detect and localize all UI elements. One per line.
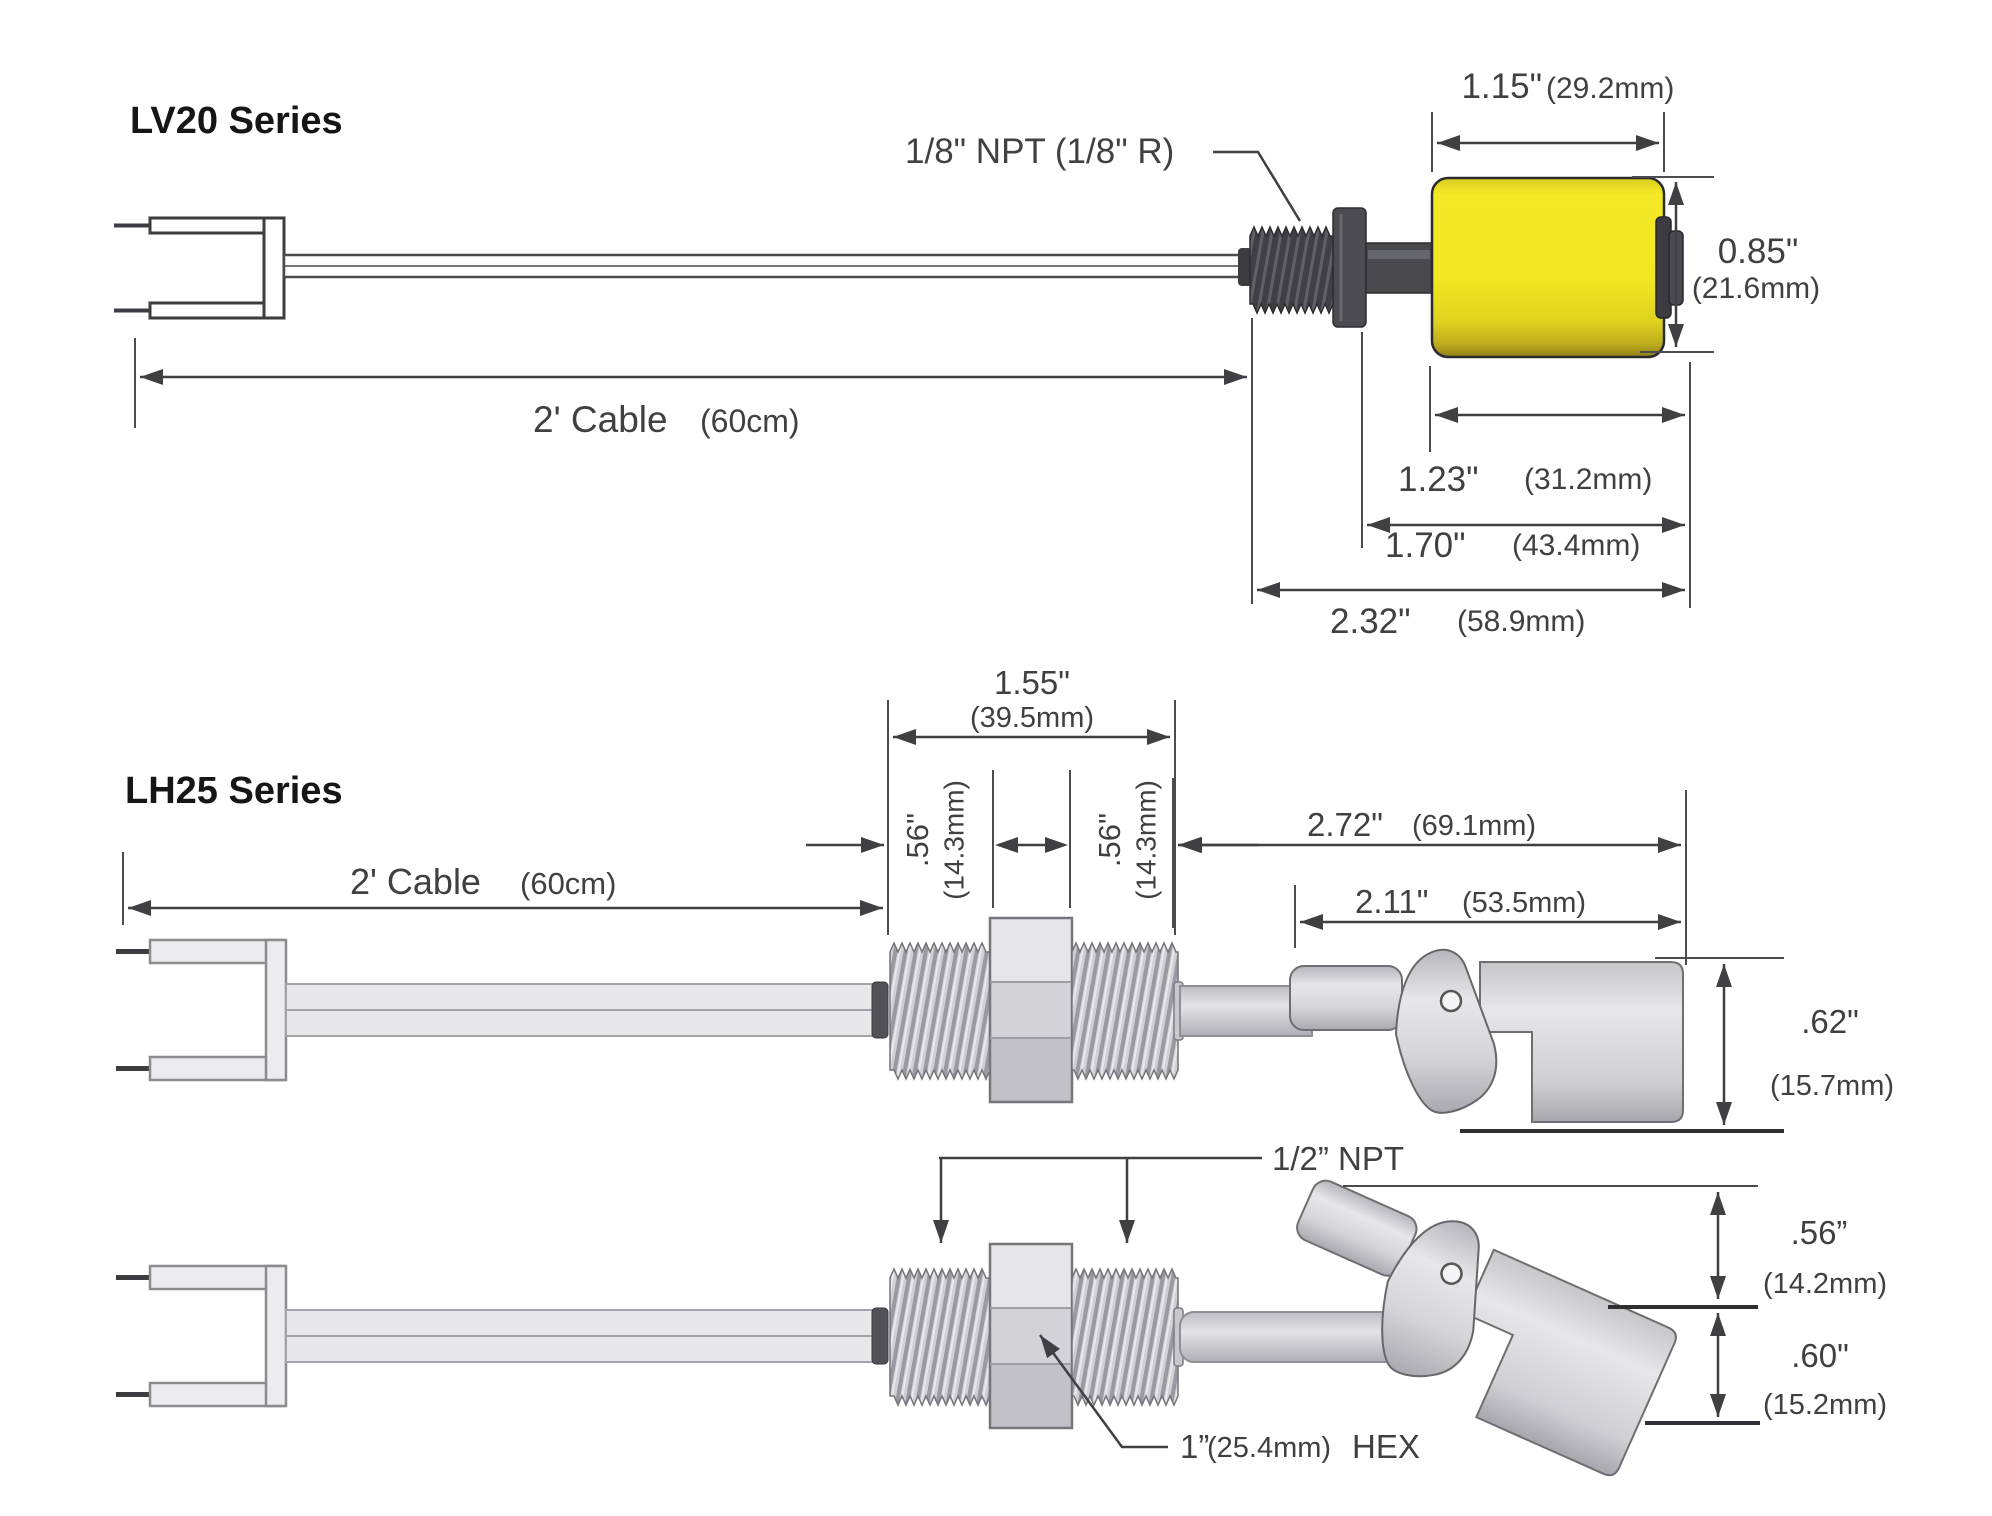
lh25-dim-float-len-mm: (53.5mm) [1462, 887, 1586, 919]
lh25-dim-swing-down-in: .60" [1791, 1337, 1849, 1374]
lh25-cable-entry-ring [871, 981, 889, 1039]
lh25-cable [285, 983, 875, 1037]
lh25-cable-label: 2' Cable [350, 861, 481, 902]
lv20-dim-total-length: 2.32" (58.9mm) [1257, 582, 1685, 641]
lv20-float [1430, 176, 1666, 359]
lh25b-cable [285, 1309, 875, 1363]
lh25-dim-swing-down: .60" (15.2mm) [1608, 1305, 1887, 1425]
lv20-cable [282, 253, 1248, 279]
lh25-dim-float-length: 2.11" (53.5mm) [1294, 883, 1681, 948]
lv20-dim-float-length: 1.23" (31.2mm) [1398, 362, 1691, 608]
lh25-dim-arm-mm: (69.1mm) [1412, 810, 1536, 842]
lh25-dim-swing-down-mm: (15.2mm) [1763, 1389, 1887, 1421]
lh25-dim-fitting-in: 1.55" [994, 664, 1070, 701]
lh25-npt-callout: 1/2” NPT [933, 1140, 1404, 1243]
lh25-float-arm [1289, 948, 1684, 1123]
lh25-dim-thread-right-in: .56" [1092, 813, 1127, 867]
lv20-cable-label: 2' Cable [533, 399, 668, 440]
lv20-fork-bracket [262, 216, 286, 320]
lh25-dim-fitting-length: 1.55" (39.5mm) [887, 664, 1176, 935]
lh25-dim-float-len-in: 2.11" [1355, 883, 1429, 920]
lv20-dim-float-diameter: 1.15" (29.2mm) [1431, 67, 1674, 172]
lh25-switch-horizontal [116, 916, 1684, 1123]
lv20-dim-float-dia-mm: (29.2mm) [1546, 72, 1674, 105]
lh25-dim-swing-up-mm: (14.2mm) [1763, 1268, 1887, 1300]
lv20-dim-body-len-mm: (43.4mm) [1512, 529, 1640, 562]
lv20-dim-cable: 2' Cable (60cm) [134, 318, 1253, 604]
lh25-dim-arm-in: 2.72" [1307, 806, 1383, 843]
lv20-dim-float-h-mm: (21.6mm) [1692, 272, 1820, 305]
lv20-cable-metric: (60cm) [700, 403, 800, 439]
lv20-end-cap [1655, 216, 1684, 319]
lh25-dim-thread-right-mm: (14.3mm) [1130, 780, 1161, 900]
lv20-npt-fitting [1238, 207, 1433, 328]
lv20-dim-body-length: 1.70" (43.4mm) [1361, 332, 1685, 565]
lv20-dim-total-len-mm: (58.9mm) [1457, 605, 1585, 638]
lv20-dim-float-len-in: 1.23" [1398, 460, 1479, 499]
lh25-dim-cable: 2' Cable (60cm) [122, 852, 883, 925]
lh25-dim-paddle-mm: (15.7mm) [1770, 1070, 1894, 1102]
lh25-dim-thread-left-mm: (14.3mm) [938, 780, 969, 900]
lh25-dim-paddle-height: .62" (15.7mm) [1460, 957, 1894, 1133]
lh25-dim-paddle-in: .62" [1801, 1003, 1859, 1040]
lh25-dim-thread-segments: .56" (14.3mm) .56" (14.3mm) [806, 770, 1258, 908]
lh25b-thread-right [1071, 1267, 1179, 1407]
lh25-hinge-lug [1394, 948, 1498, 1114]
lh25-dim-arm-length: 2.72" (69.1mm) [1172, 778, 1687, 965]
lv20-dim-float-h-in: 0.85" [1718, 232, 1799, 271]
lh25-dim-swing-up: .56” (14.2mm) [1343, 1185, 1887, 1300]
lh25-hex-suffix: HEX [1352, 1428, 1420, 1465]
lh25-title: LH25 Series [125, 770, 343, 812]
lh25b-thread-left [889, 1267, 991, 1407]
lh25b-hex-nut [988, 1242, 1074, 1430]
lh25-wire-connector [148, 938, 288, 1082]
lh25b-wire-connector [148, 1264, 288, 1408]
lh25-dim-fitting-mm: (39.5mm) [970, 702, 1094, 734]
lv20-threads [1249, 225, 1334, 315]
lv20-wire-connector [114, 216, 286, 320]
lv20-cable-entry-ring [1238, 248, 1252, 286]
lv20-section: LV20 Series 1/8" [114, 67, 1820, 641]
lh25-hex-callout: 1” (25.4mm) HEX [1038, 1334, 1420, 1465]
lv20-dim-total-len-in: 2.32" [1330, 602, 1411, 641]
lh25b-cable-entry-ring [871, 1307, 889, 1365]
lv20-npt-leader-line [1213, 150, 1302, 222]
lv20-dim-float-height: 0.85" (21.6mm) [1632, 176, 1820, 353]
lh25-hex-mm: (25.4mm) [1207, 1432, 1331, 1464]
lh25-hinge-pin-hole [1439, 989, 1463, 1013]
lv20-dim-float-dia-in: 1.15" [1461, 67, 1542, 106]
lh25-dim-swing-up-in: .56” [1791, 1214, 1848, 1251]
lh25-arm-cylinder [1289, 965, 1403, 1031]
lv20-npt-label: 1/8" NPT (1/8" R) [905, 132, 1174, 171]
lh25-hex-nut [988, 916, 1074, 1104]
lh25-thread-right [1071, 941, 1179, 1081]
lh25-cable-metric: (60cm) [520, 866, 616, 901]
lh25-hex-in: 1” [1180, 1428, 1209, 1465]
lh25-dim-thread-left-in: .56" [900, 813, 935, 867]
lv20-dim-float-len-mm: (31.2mm) [1524, 463, 1652, 496]
lh25-npt-label: 1/2” NPT [1272, 1140, 1404, 1177]
lh25-paddle [1479, 961, 1684, 1123]
lv20-flange [1332, 207, 1367, 328]
lh25-section: LH25 Series 1.55" (39.5mm) .56" (14.3mm)… [116, 664, 1894, 1480]
lh25-thread-left [889, 941, 991, 1081]
lv20-title: LV20 Series [130, 100, 343, 142]
lv20-dim-body-len-in: 1.70" [1385, 526, 1466, 565]
lh25-switch-tilted [116, 1160, 1686, 1480]
